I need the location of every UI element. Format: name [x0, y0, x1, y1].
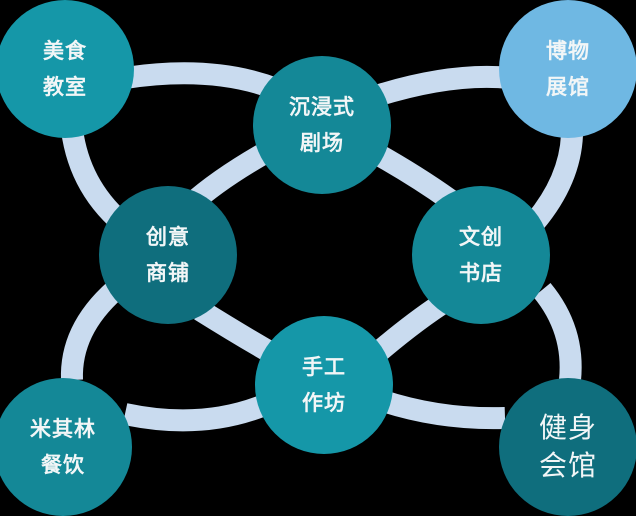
ring-band-theater-museum — [366, 65, 512, 109]
node-food-classroom: 美食 教室 — [0, 0, 134, 138]
node-museum: 博物 展馆 — [499, 0, 636, 138]
node-creative-shop: 创意 商铺 — [99, 186, 237, 324]
node-label-line1: 美食 — [43, 39, 87, 63]
ring-band-dining-workshop — [122, 395, 266, 432]
ring-band-bookstore-workshop — [367, 295, 447, 364]
node-cultural-bookstore: 文创 书店 — [412, 186, 550, 324]
node-label-line2: 教室 — [43, 75, 87, 99]
ring-band-shop-workshop — [194, 300, 281, 365]
node-label-line1: 米其林 — [30, 417, 96, 441]
node-label-line1: 沉浸式 — [289, 95, 355, 119]
ring-band-bookstore-fitness — [533, 283, 582, 382]
node-label-line1: 手工 — [302, 355, 346, 379]
ring-band-shop-dining — [60, 281, 123, 381]
node-michelin-dining: 米其林 餐饮 — [0, 378, 132, 516]
node-label-line2: 餐饮 — [41, 453, 85, 477]
node-label-line2: 商铺 — [146, 261, 190, 285]
node-label-line2: 展馆 — [546, 75, 590, 99]
node-label-line1: 创意 — [146, 225, 190, 249]
node-label-line2: 书店 — [459, 261, 503, 285]
node-immersive-theater: 沉浸式 剧场 — [253, 56, 391, 194]
node-label-line2: 剧场 — [300, 131, 344, 155]
node-label-line1: 博物 — [546, 39, 590, 63]
node-label-line1: 健身 — [538, 411, 597, 444]
ring-band-museum-bookstore — [526, 134, 583, 230]
node-fitness-club: 健身 会馆 — [499, 378, 636, 516]
ring-band-workshop-fitness — [376, 389, 506, 430]
node-label-line2: 作坊 — [302, 391, 346, 415]
node-label-line1: 文创 — [459, 225, 503, 249]
node-handcraft-workshop: 手工 作坊 — [255, 316, 393, 454]
node-label-line2: 会馆 — [538, 449, 597, 482]
